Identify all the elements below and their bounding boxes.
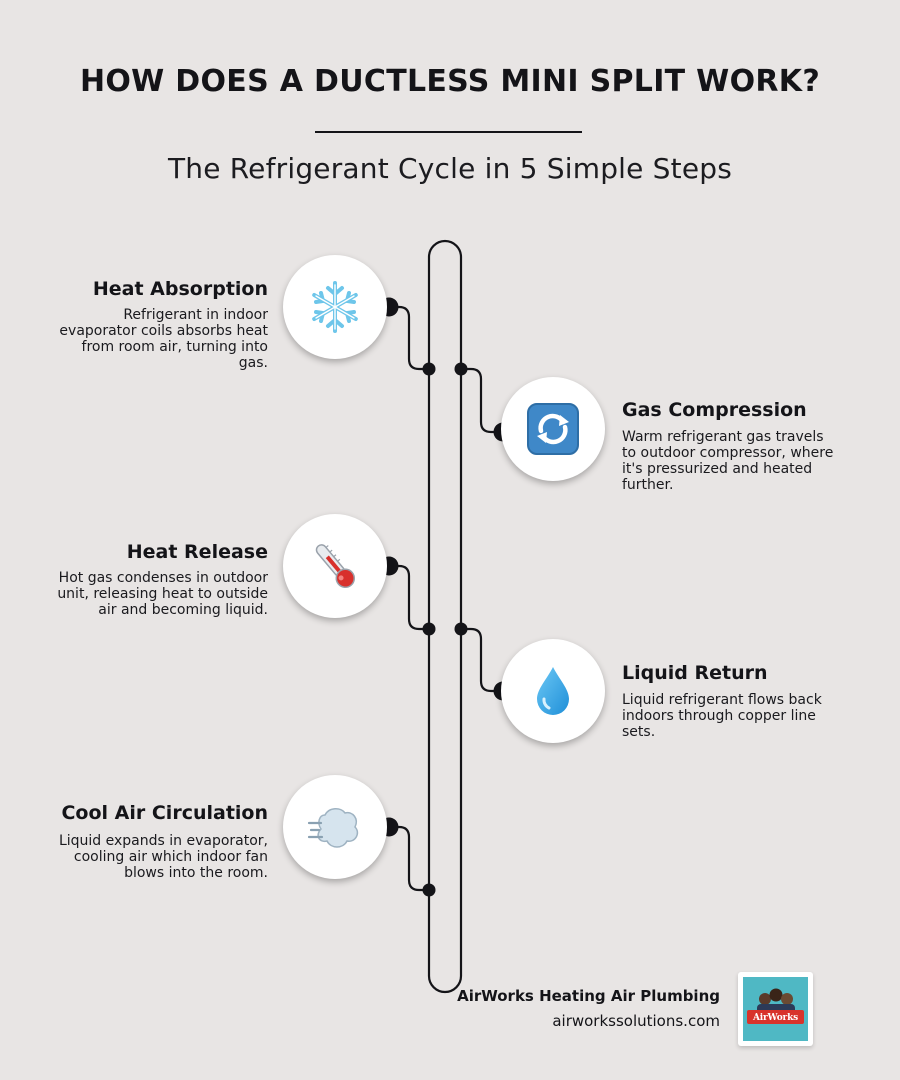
step-description-2: Warm refrigerant gas travels to outdoor … xyxy=(622,429,834,493)
connector-step-5 xyxy=(389,825,429,892)
logo-text: AirWorks xyxy=(753,1013,798,1023)
logo-image: AirWorks xyxy=(743,977,808,1041)
connector-step-1 xyxy=(389,305,429,371)
connector-step-3 xyxy=(389,564,429,631)
step-title-4: Liquid Return xyxy=(622,662,768,684)
step-title-1: Heat Absorption xyxy=(92,278,268,300)
icon-circle-step-1 xyxy=(283,255,387,359)
track-dot-step-1 xyxy=(422,362,436,376)
track-dot-step-5 xyxy=(422,883,436,897)
step-title-2: Gas Compression xyxy=(622,399,807,421)
connector-step-4 xyxy=(461,627,503,693)
logo-people-icon xyxy=(747,988,804,1024)
icon-circle-step-5 xyxy=(283,775,387,879)
title-divider xyxy=(315,131,582,133)
icon-circle-step-2 xyxy=(501,377,605,481)
snowflake-icon xyxy=(312,281,358,333)
step-description-5: Liquid expands in evaporator, cooling ai… xyxy=(58,833,268,881)
step-title-3: Heat Release xyxy=(126,541,268,563)
cycle-arrows-icon xyxy=(527,403,579,455)
connector-step-2 xyxy=(461,367,503,434)
company-name: AirWorks Heating Air Plumbing xyxy=(457,987,720,1005)
company-website: airworkssolutions.com xyxy=(552,1012,720,1030)
step-description-1: Refrigerant in indoor evaporator coils a… xyxy=(59,307,268,371)
icon-circle-step-3 xyxy=(283,514,387,618)
step-title-5: Cool Air Circulation xyxy=(61,802,268,824)
track-dot-step-3 xyxy=(422,622,436,636)
wind-icon xyxy=(307,808,359,848)
droplet-icon xyxy=(537,667,569,715)
icon-circle-step-4 xyxy=(501,639,605,743)
company-logo: AirWorks xyxy=(738,972,813,1046)
step-description-4: Liquid refrigerant flows back indoors th… xyxy=(622,692,822,740)
page-title: HOW DOES A DUCTLESS MINI SPLIT WORK? xyxy=(79,64,821,99)
thermometer-icon xyxy=(315,544,356,589)
track-dot-step-2 xyxy=(454,362,468,376)
timeline-track xyxy=(427,239,463,994)
page-subtitle: The Refrigerant Cycle in 5 Simple Steps xyxy=(167,152,733,185)
step-description-3: Hot gas condenses in outdoor unit, relea… xyxy=(57,570,268,618)
track-dot-step-4 xyxy=(454,622,468,636)
